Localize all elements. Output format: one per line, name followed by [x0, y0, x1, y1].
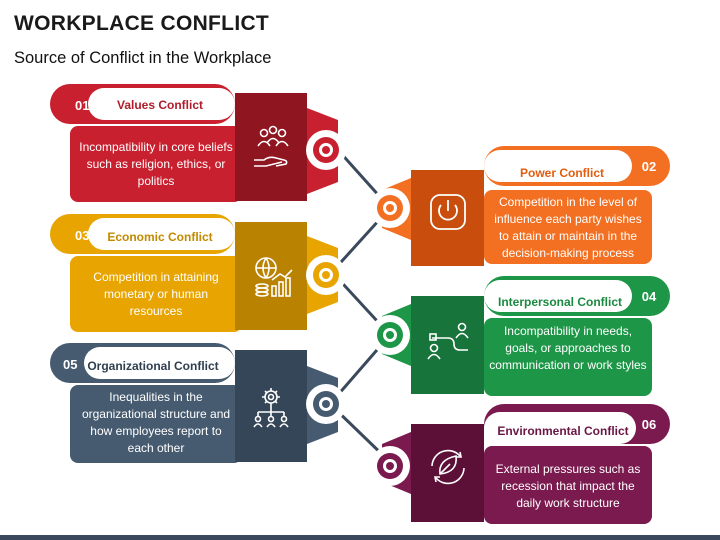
organizational-node-center [322, 400, 330, 408]
item-organizational: 05 Organizational Conflict [50, 343, 346, 463]
leaf-cycle-icon [431, 449, 465, 485]
organizational-desc: Inequalities in the organizational struc… [81, 390, 231, 455]
power-icon-panel [411, 170, 484, 266]
values-num: 01 [75, 98, 89, 113]
organizational-label: Organizational Conflict [87, 359, 218, 373]
interpersonal-label-inner [484, 280, 632, 312]
values-label-inner [88, 88, 235, 120]
economic-label: Economic Conflict [107, 230, 212, 244]
globe-coins-icon [255, 257, 293, 297]
power-icon [430, 194, 466, 230]
interpersonal-node-center [386, 331, 394, 339]
power-node-center [386, 204, 394, 212]
power-num: 02 [642, 159, 656, 174]
organizational-num: 05 [63, 357, 77, 372]
economic-label-inner [88, 218, 235, 250]
page-title: WORKPLACE CONFLICT [14, 12, 270, 35]
page-subtitle: Source of Conflict in the Workplace [14, 49, 272, 67]
economic-node-center [322, 271, 330, 279]
path-people-icon [427, 322, 469, 360]
interpersonal-desc-box [484, 318, 652, 396]
environmental-desc: External pressures such as recession tha… [495, 462, 641, 510]
item-environmental: 06 Environmental Conflict [370, 404, 670, 524]
values-label: Values Conflict [117, 98, 203, 112]
power-label-inner [484, 150, 632, 182]
environmental-node-center [386, 462, 394, 470]
interpersonal-icon-panel [411, 296, 484, 394]
item-interpersonal: 04 Interpersonal Conflict [370, 276, 670, 396]
values-icon-panel [235, 93, 307, 201]
item-economic: 03 Economic Conflict [50, 214, 346, 332]
values-desc-box [70, 126, 242, 202]
interpersonal-desc: Incompatibility in needs, goals, or appr… [489, 324, 647, 372]
interpersonal-label: Interpersonal Conflict [498, 295, 622, 309]
environmental-label-inner [484, 412, 636, 444]
values-node-center [322, 146, 330, 154]
org-gear-icon [253, 388, 289, 428]
organizational-desc-box [70, 385, 242, 463]
item-power: 02 Power Conflict [370, 146, 670, 266]
people-hand-icon [254, 125, 289, 167]
values-desc: Incompatibility in core beliefs such as … [79, 140, 233, 188]
interpersonal-num: 04 [642, 289, 657, 304]
power-desc: Competition in the level of influence ea… [494, 195, 642, 260]
environmental-num: 06 [642, 417, 656, 432]
economic-num: 03 [75, 228, 89, 243]
power-label: Power Conflict [520, 166, 604, 180]
environmental-desc-box [484, 446, 652, 524]
item-values: 01 Values Conflict [50, 84, 346, 202]
environmental-label: Environmental Conflict [497, 424, 628, 438]
economic-desc-box [70, 256, 242, 332]
power-desc-box [484, 190, 652, 264]
economic-desc: Competition in attaining monetary or hum… [93, 270, 219, 318]
bottom-bar [0, 535, 720, 540]
organizational-label-inner [84, 347, 235, 379]
